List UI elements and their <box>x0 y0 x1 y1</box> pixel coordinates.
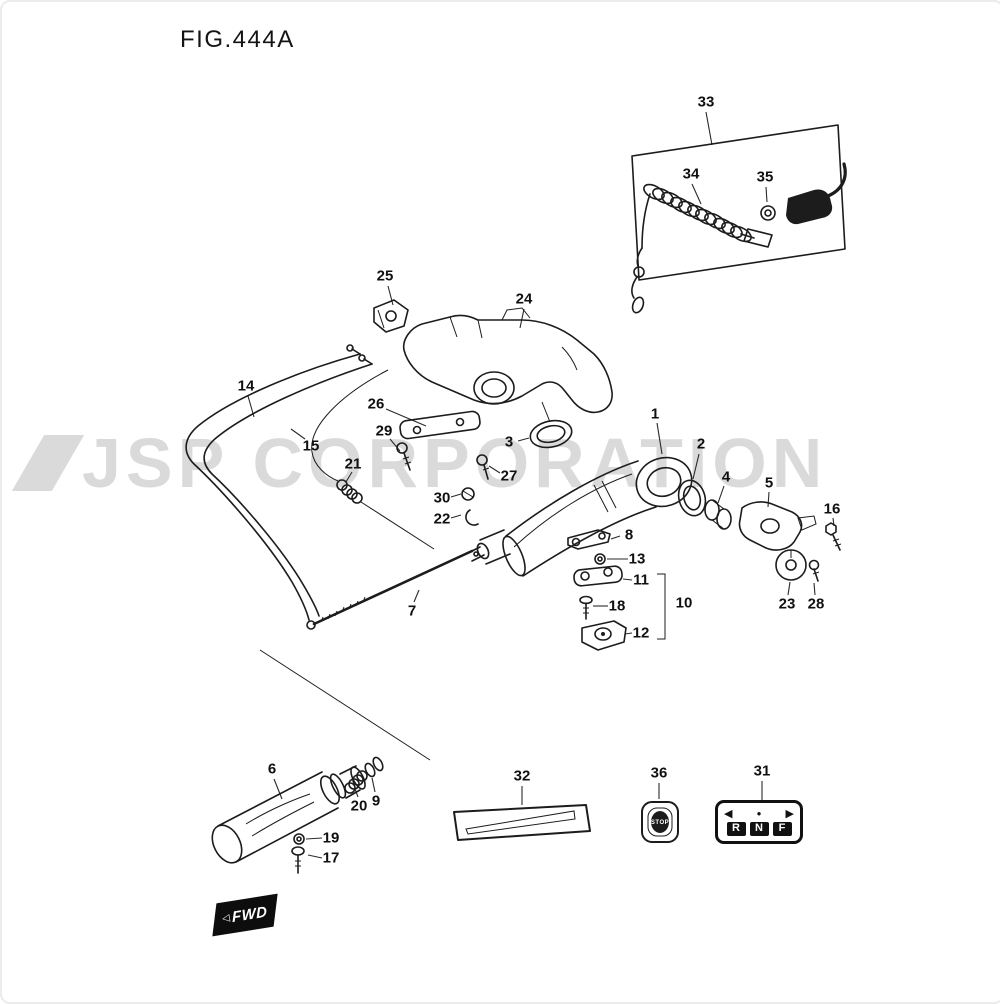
part-label-24: 24 <box>515 290 533 308</box>
part-label-1: 1 <box>650 405 660 423</box>
fwd-arrow-icon: ◁ <box>221 911 232 924</box>
gear-shift-arrows: ◀ ● ▶ <box>724 807 794 820</box>
bolt-16 <box>825 522 842 551</box>
gear-shift-letters: R N F <box>726 821 792 836</box>
bracket-25 <box>373 299 409 333</box>
part-label-10: 10 <box>675 594 693 612</box>
gear-letter-reverse: R <box>726 821 746 836</box>
part-label-27: 27 <box>500 467 518 485</box>
left-arrow-icon: ◀ <box>724 807 733 820</box>
part-label-20: 20 <box>350 797 368 815</box>
part-label-30: 30 <box>433 489 451 507</box>
figure-title: FIG.444A <box>180 26 295 53</box>
group-bracket-10 <box>657 573 666 640</box>
friction-disc-23 <box>775 549 807 581</box>
ring-3 <box>529 419 573 449</box>
lanyard-kill-switch-box <box>631 124 847 314</box>
part-label-7: 7 <box>407 602 417 620</box>
part-label-25: 25 <box>376 267 394 285</box>
stop-grommet-36 <box>641 801 679 843</box>
part-label-8: 8 <box>624 526 634 544</box>
washer-13 <box>594 553 606 565</box>
gear-shift-plate-31: ◀ ● ▶ R N F <box>715 800 803 844</box>
leader-lines <box>247 111 835 859</box>
part-label-6: 6 <box>267 760 277 778</box>
part-label-33: 33 <box>697 93 715 111</box>
part-label-26: 26 <box>367 395 385 413</box>
handle-grip-6 <box>211 649 431 864</box>
kill-switch-plug <box>786 162 847 225</box>
part-label-19: 19 <box>322 829 340 847</box>
screw-27 <box>476 454 490 480</box>
cable-bracket-26 <box>399 410 481 440</box>
lanyard-clip <box>631 193 651 314</box>
part-label-34: 34 <box>682 165 700 183</box>
spring-20 <box>344 770 368 794</box>
throttle-cables <box>185 344 435 621</box>
mount-12 <box>581 620 627 651</box>
gear-letter-neutral: N <box>749 821 769 836</box>
screw-18 <box>579 595 593 620</box>
part-label-36: 36 <box>650 764 668 782</box>
lanyard-grommet <box>760 205 776 221</box>
tiller-arm-1 <box>479 456 693 577</box>
part-label-35: 35 <box>756 168 774 186</box>
part-label-17: 17 <box>322 849 340 867</box>
part-label-16: 16 <box>823 500 841 518</box>
lanyard-coil <box>643 183 755 243</box>
cap-30 <box>461 487 475 501</box>
washer-19 <box>293 833 305 845</box>
label-plate-32 <box>453 804 591 841</box>
neutral-dot-icon: ● <box>756 809 762 818</box>
throttle-rod-7 <box>306 542 490 630</box>
lever-8 <box>567 529 611 550</box>
clip-22 <box>465 509 479 526</box>
bolt-29 <box>396 442 412 471</box>
part-label-28: 28 <box>807 595 825 613</box>
ring-2 <box>677 479 707 517</box>
part-label-31: 31 <box>753 762 771 780</box>
part-label-2: 2 <box>696 435 706 453</box>
part-label-4: 4 <box>721 468 731 486</box>
right-arrow-icon: ▶ <box>785 807 794 820</box>
screw-17 <box>291 846 305 874</box>
stop-label: STOP <box>650 820 670 826</box>
part-label-3: 3 <box>504 433 514 451</box>
screw-28 <box>808 559 820 582</box>
part-label-22: 22 <box>433 510 451 528</box>
fwd-label: FWD <box>231 902 268 926</box>
part-label-23: 23 <box>778 595 796 613</box>
gear-letter-forward: F <box>772 821 792 836</box>
clamp-bracket-5 <box>738 501 817 551</box>
part-label-32: 32 <box>513 767 531 785</box>
spring-21 <box>336 479 363 504</box>
part-label-5: 5 <box>764 474 774 492</box>
lanyard-plate <box>743 228 773 248</box>
part-label-18: 18 <box>608 597 626 615</box>
part-label-14: 14 <box>237 377 255 395</box>
part-label-9: 9 <box>371 792 381 810</box>
plate-11 <box>573 565 623 587</box>
part-label-21: 21 <box>344 455 362 473</box>
part-label-13: 13 <box>628 550 646 568</box>
part-label-11: 11 <box>633 571 649 589</box>
part-label-29: 29 <box>375 422 393 440</box>
part-label-15: 15 <box>302 437 320 455</box>
part-label-12: 12 <box>632 624 650 642</box>
bushing-4 <box>704 499 732 530</box>
swivel-housing-24 <box>402 307 613 423</box>
bushing-9 <box>364 756 384 778</box>
